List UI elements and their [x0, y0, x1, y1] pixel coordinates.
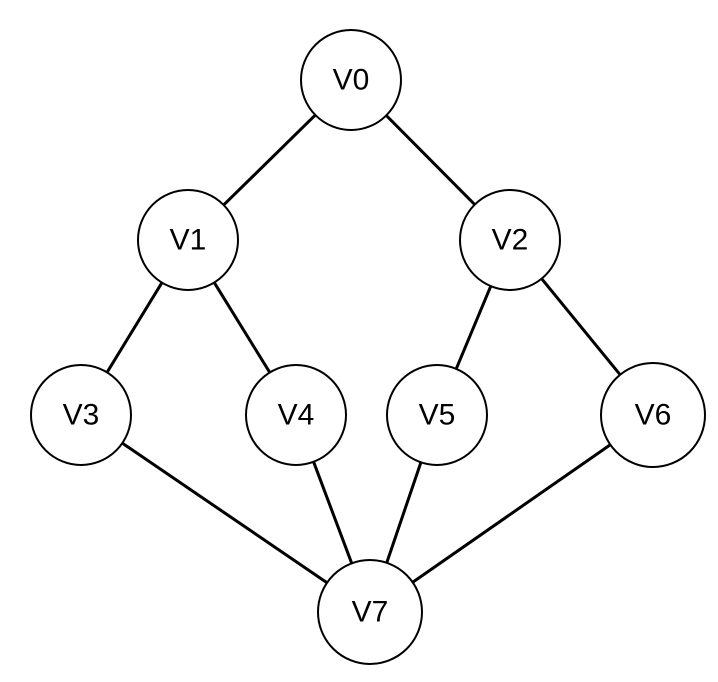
node-label: V5 — [419, 399, 456, 432]
edge-v5-v7 — [385, 460, 423, 565]
node-v2: V2 — [459, 189, 561, 291]
edge-v6-v7 — [411, 443, 612, 584]
node-label: V6 — [635, 399, 672, 432]
node-circle — [30, 364, 132, 466]
node-circle — [300, 29, 402, 131]
node-label: V0 — [333, 64, 370, 97]
node-circle — [459, 189, 561, 291]
edge-v2-v5 — [454, 284, 493, 371]
node-circle — [137, 189, 239, 291]
node-circle — [386, 364, 488, 466]
node-v4: V4 — [245, 364, 347, 466]
node-label: V1 — [170, 224, 207, 257]
node-v1: V1 — [137, 189, 239, 291]
node-label: V2 — [492, 224, 529, 257]
node-v0: V0 — [300, 29, 402, 131]
node-v5: V5 — [386, 364, 488, 466]
edge-v0-v1 — [222, 113, 317, 207]
node-label: V7 — [352, 596, 389, 629]
node-label: V3 — [63, 399, 100, 432]
edge-v0-v2 — [384, 113, 477, 207]
node-v7: V7 — [317, 559, 423, 665]
edge-v3-v7 — [120, 441, 329, 585]
edge-v1-v4 — [212, 281, 272, 374]
edges-layer — [105, 113, 622, 585]
edge-v4-v7 — [312, 460, 354, 565]
edge-v1-v3 — [105, 281, 164, 374]
node-circle — [245, 364, 347, 466]
node-circle — [317, 559, 423, 665]
edge-v2-v6 — [540, 277, 622, 377]
node-label: V4 — [278, 399, 315, 432]
node-circle — [600, 362, 706, 468]
node-v3: V3 — [30, 364, 132, 466]
node-v6: V6 — [600, 362, 706, 468]
